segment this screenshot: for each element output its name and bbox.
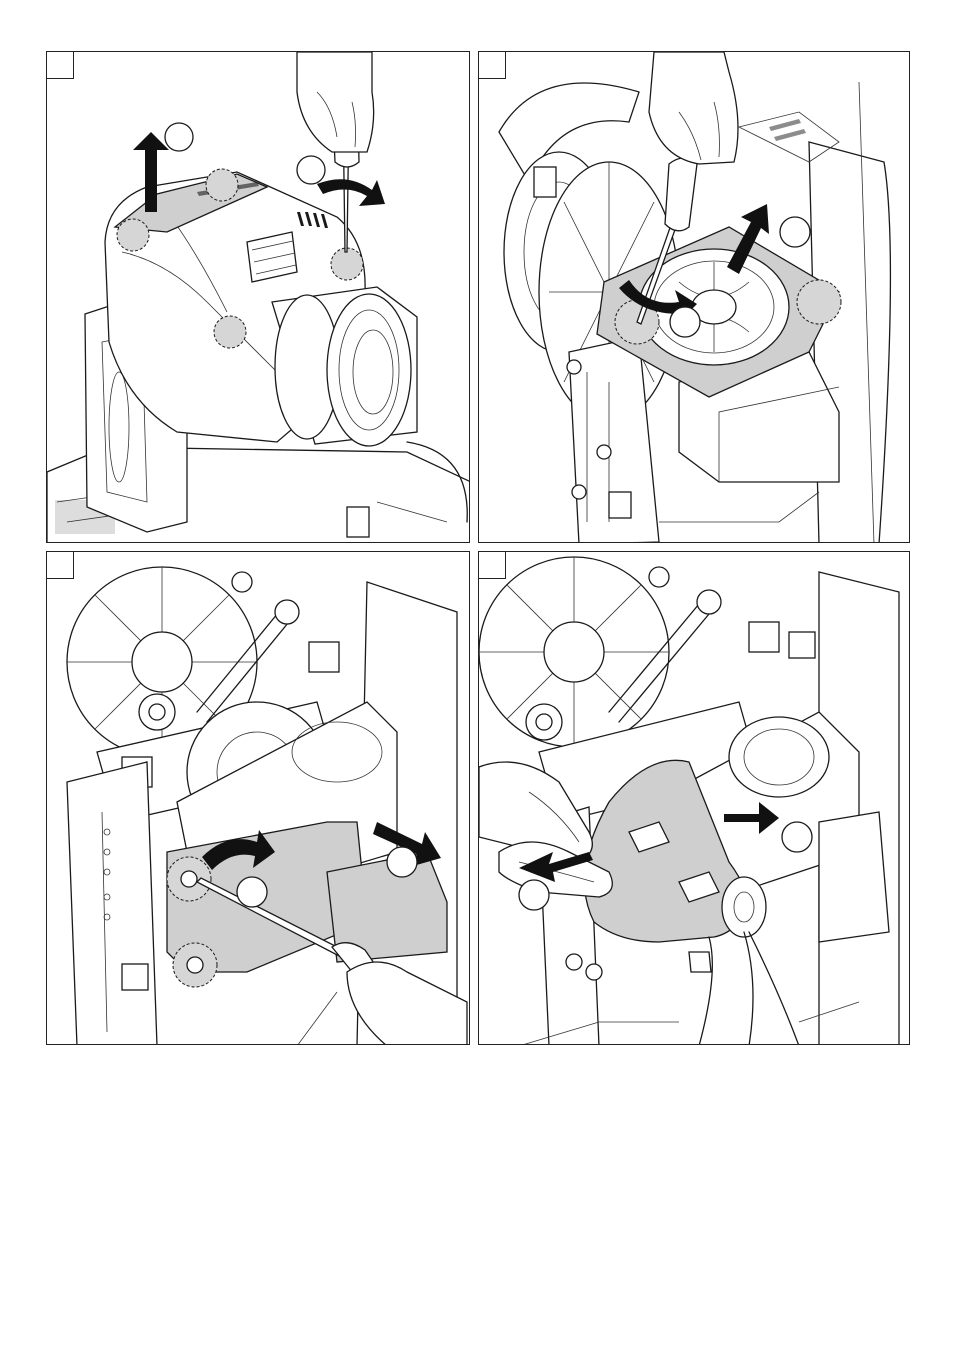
callout-2 [780,217,810,247]
step-number-box [47,552,74,579]
step-2-panel [478,51,910,543]
curved-arrow-icon [317,179,385,206]
step-number-box [479,552,506,579]
step-4-illustration [479,552,910,1045]
callout-1 [670,307,700,337]
callout-1 [519,880,549,910]
step-2-illustration [479,52,910,543]
step-1-illustration [47,52,470,543]
hand-icon [649,52,738,164]
callout-2 [387,847,417,877]
callout-2 [782,822,812,852]
step-1-panel [46,51,470,543]
step-number-box [47,52,74,79]
step-3-illustration [47,552,470,1045]
hand-icon [297,52,374,152]
callout-1 [237,877,267,907]
step-4-panel [478,551,910,1045]
callout-2 [297,156,325,184]
callout-1 [165,123,193,151]
step-3-panel [46,551,470,1045]
step-number-box [479,52,506,79]
